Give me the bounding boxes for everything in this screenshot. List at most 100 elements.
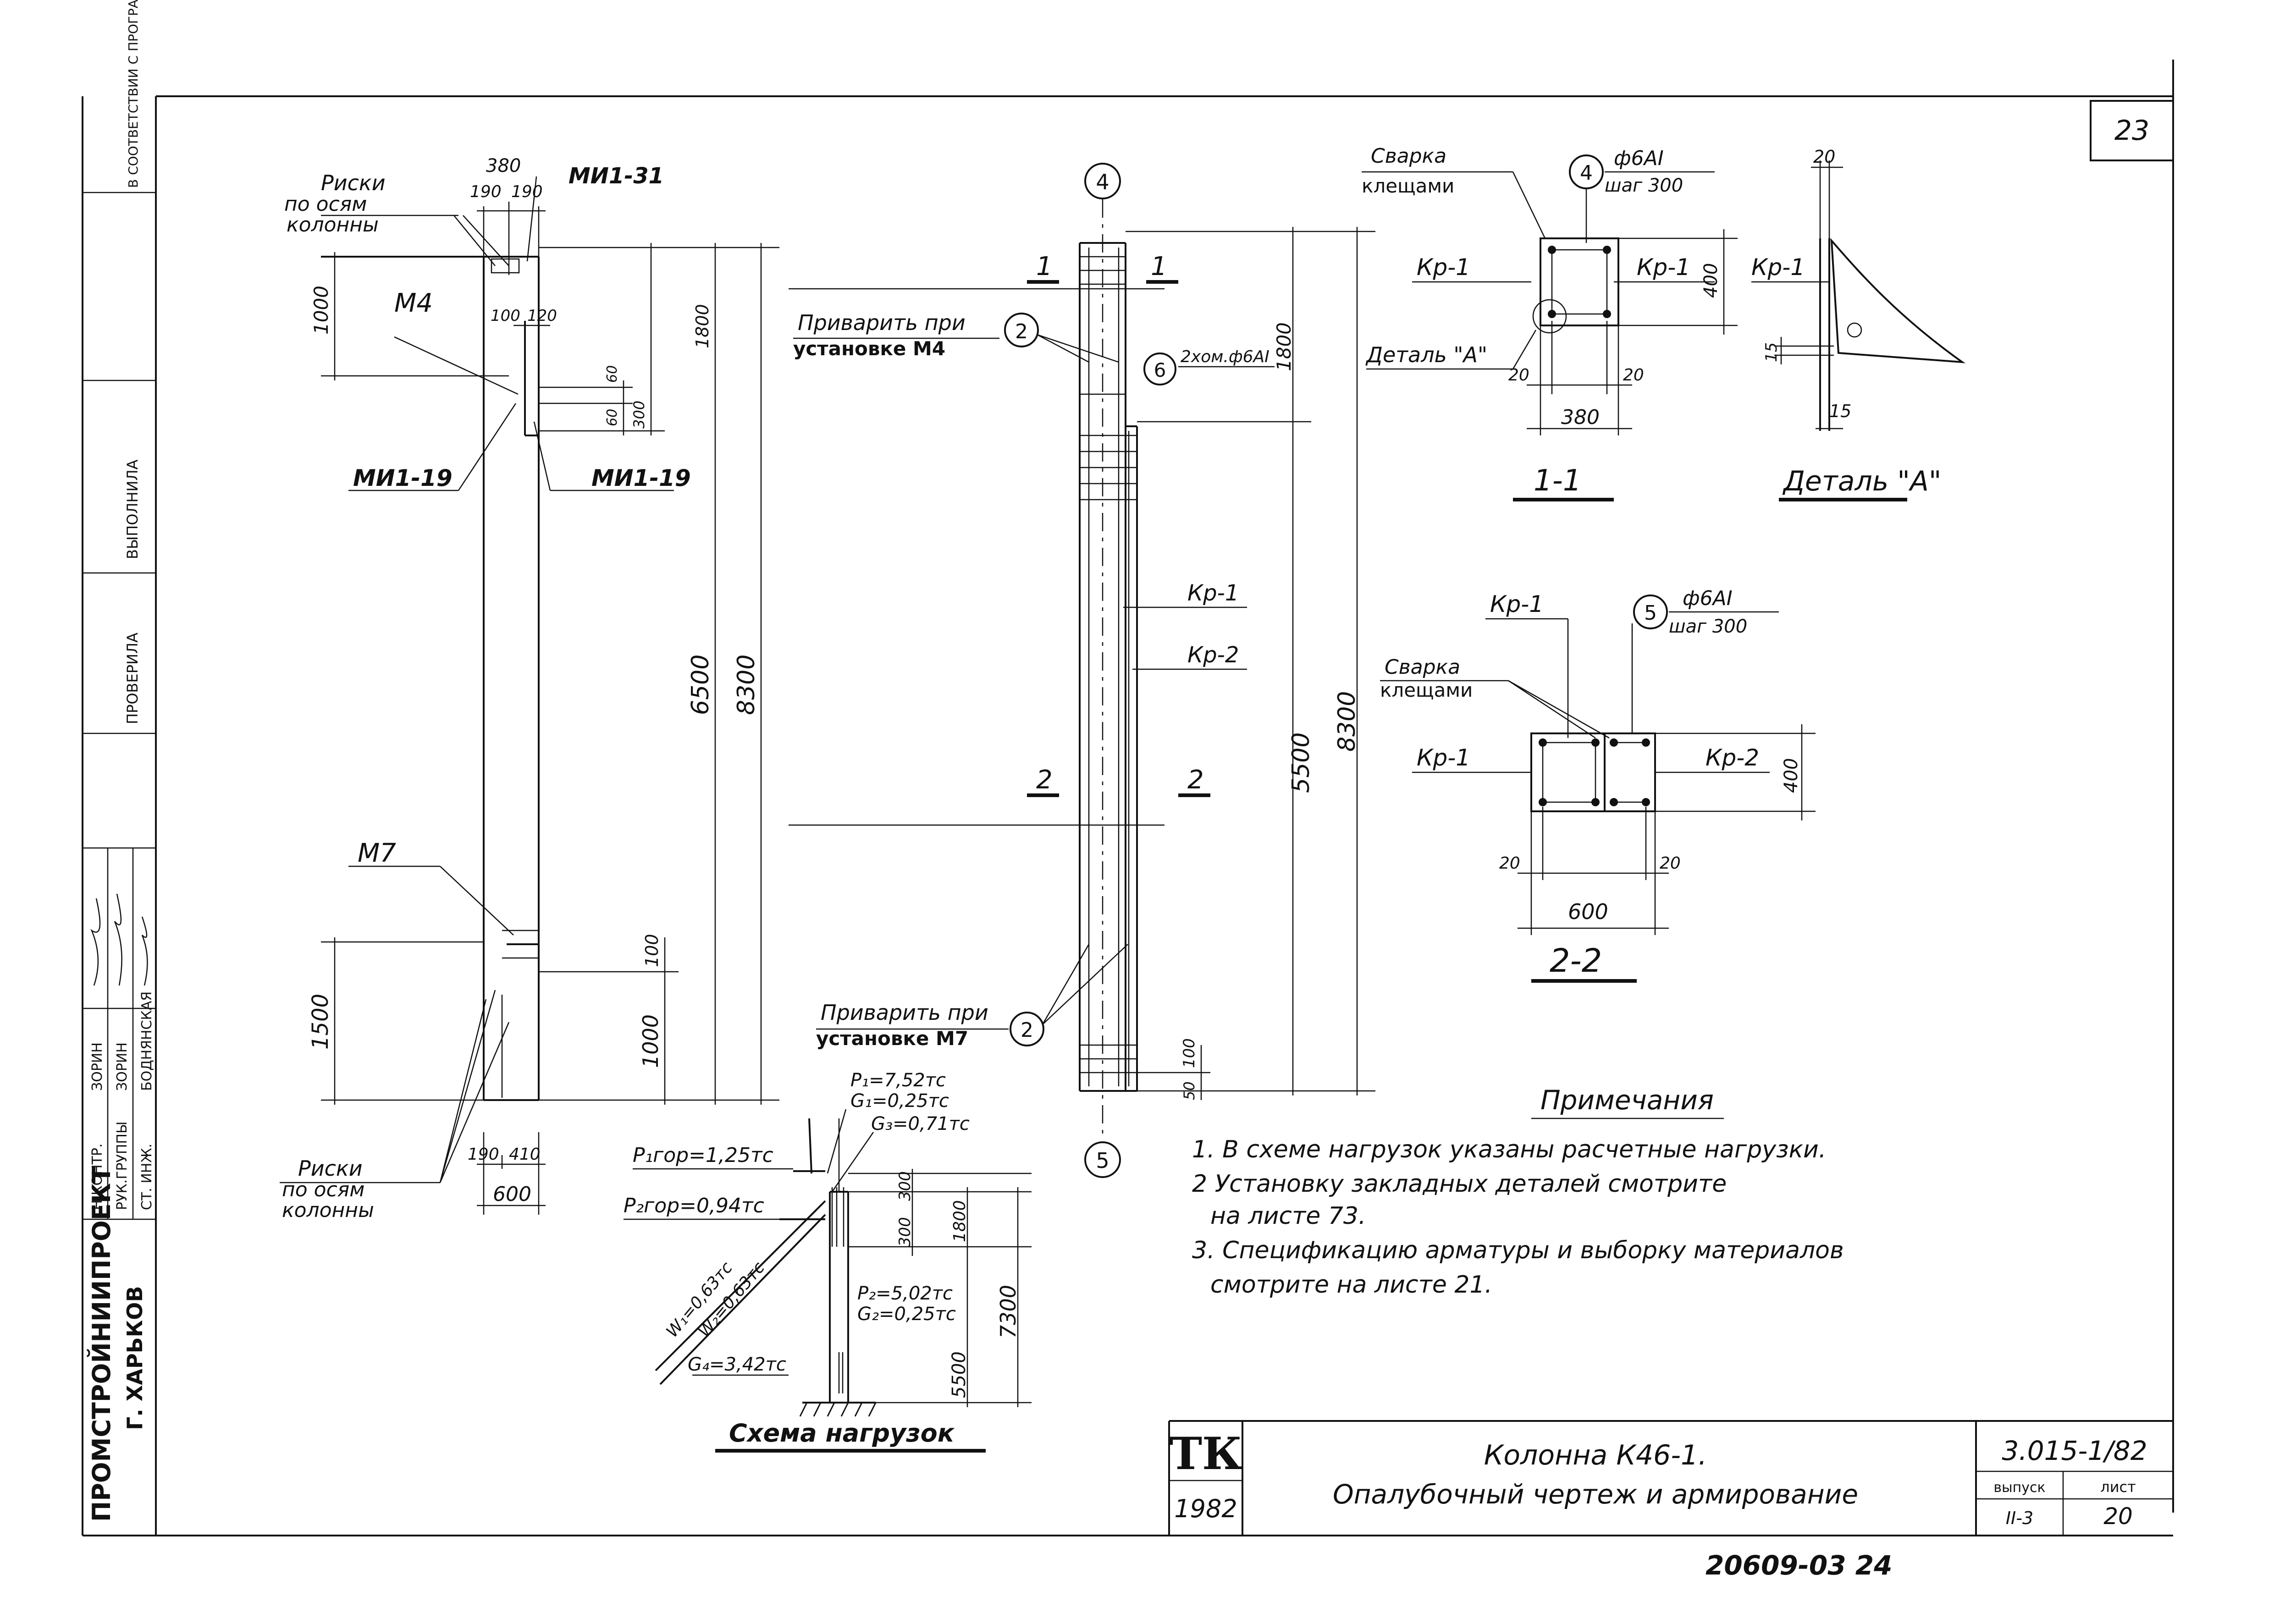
dim-600: 600 xyxy=(493,1183,531,1206)
column-elevation: Риски по осям колонны МИ1-31 М4 МИ1-19 М… xyxy=(280,155,779,1222)
kr2-label: Кр-2 xyxy=(1187,642,1239,668)
ls-dim-5500: 5500 xyxy=(949,1351,970,1398)
tb-year: 1982 xyxy=(1174,1494,1237,1523)
ls-dim-300b: 300 xyxy=(896,1217,914,1247)
dim-120: 120 xyxy=(527,307,557,325)
section-1-1: Сварка клещами 4 ф6АI шаг 300 Кр-1 Кр-1 … xyxy=(1362,144,1738,501)
cut-2-right: 2 xyxy=(1187,765,1204,795)
ls-p1gor: P₁гор=1,25тс xyxy=(633,1144,773,1167)
r-dim-50: 50 xyxy=(1181,1081,1198,1100)
ls-dim-7300: 7300 xyxy=(996,1285,1021,1338)
da-dim-15b: 15 xyxy=(1829,401,1851,421)
note-3: 3. Спецификацию арматуры и выборку матер… xyxy=(1192,1237,1844,1264)
da-kr: Кр-1 xyxy=(1751,254,1805,281)
s22-title: 2-2 xyxy=(1550,942,1602,980)
da-dim-20: 20 xyxy=(1813,147,1835,167)
title-block: ТК 1982 Колонна К46-1. Опалубочный черте… xyxy=(1168,1420,2173,1536)
tb-title-1: Колонна К46-1. xyxy=(1484,1439,1707,1471)
note-2: 2 Установку закладных деталей смотрите xyxy=(1192,1170,1727,1198)
dim-6500: 6500 xyxy=(687,655,714,715)
da-dim-15a: 15 xyxy=(1762,342,1781,362)
notes: Примечания 1. В схеме нагрузок указаны р… xyxy=(1192,1085,1844,1299)
pos-2-top: 2 xyxy=(1015,320,1028,343)
s11-dim-380: 380 xyxy=(1561,406,1600,429)
tb-sheet-value: 20 xyxy=(2103,1503,2133,1530)
s22-dim-20a: 20 xyxy=(1499,854,1520,873)
city: Г. ХАРЬКОВ xyxy=(122,1286,147,1430)
dim-410: 410 xyxy=(509,1145,541,1164)
s11-weld-1: Сварка xyxy=(1371,144,1446,168)
ground-hatch xyxy=(799,1402,877,1417)
axis-5: 5 xyxy=(1096,1148,1109,1173)
name-2: БОДНЯНСКАЯ xyxy=(139,991,155,1091)
s11-dim-20a: 20 xyxy=(1508,366,1529,385)
pos-6: 6 xyxy=(1154,359,1166,381)
signature-1 xyxy=(90,898,101,986)
ls-p2gor: P₂гор=0,94тс xyxy=(624,1194,764,1217)
cut-1-left: 1 xyxy=(1036,252,1053,281)
weld-m7-line1: Приварить при xyxy=(821,1000,988,1025)
dim-190-bot: 190 xyxy=(468,1145,499,1164)
weld-m7-line2: установке М7 xyxy=(816,1027,968,1050)
mark-mi1-31: МИ1-31 xyxy=(568,163,664,189)
ls-g4: G₄=3,42тс xyxy=(688,1354,786,1375)
role-executor: ВЫПОЛНИЛА xyxy=(124,459,141,559)
left-stamp-strip: В СООТВЕТСТВИИ С ПРОГРАММОЙ АВС ПРОВЕРИЛ… xyxy=(83,0,156,1522)
dim-60b: 60 xyxy=(604,409,620,426)
tb-title-2: Опалубочный чертеж и армирование xyxy=(1333,1479,1858,1510)
s11-bar: ф6АI xyxy=(1614,147,1664,170)
role-1: РУК.ГРУППЫ xyxy=(114,1122,130,1210)
note-2b: на листе 73. xyxy=(1210,1202,1366,1230)
label-riski-bottom-2: по осям xyxy=(282,1178,364,1201)
s22-dim-600: 600 xyxy=(1568,899,1608,924)
dim-1000-top: 1000 xyxy=(310,286,332,335)
s22-dim-20b: 20 xyxy=(1660,854,1681,873)
ls-p1: P₁=7,52тс xyxy=(850,1070,946,1091)
r-dim-8300: 8300 xyxy=(1333,691,1361,752)
weld-m4-line2: установке М4 xyxy=(793,337,945,360)
s22-bar: ф6АI xyxy=(1683,587,1733,610)
s22-kr-top: Кр-1 xyxy=(1490,591,1544,617)
ls-p2: P₂=5,02тс xyxy=(857,1283,953,1304)
label-riski-top-1: Риски xyxy=(321,171,386,195)
cut-2-left: 2 xyxy=(1036,765,1053,795)
s11-kr-left: Кр-1 xyxy=(1417,254,1470,281)
s11-detail-ref: Деталь "А" xyxy=(1365,342,1487,367)
r-dim-1800: 1800 xyxy=(1273,322,1295,371)
organisation: ПРОМСТРОЙНИИПРОЕКТ xyxy=(87,1166,116,1522)
ls-dim-1800: 1800 xyxy=(950,1200,969,1242)
dim-100: 100 xyxy=(491,307,520,325)
label-riski-top-2: по осям xyxy=(284,193,367,216)
s11-pos: 4 xyxy=(1580,161,1593,185)
s22-kr-left: Кр-1 xyxy=(1417,744,1470,771)
dim-190b: 190 xyxy=(511,182,543,201)
tb-issue-label: выпуск xyxy=(1993,1480,2045,1496)
signature-3 xyxy=(141,916,148,986)
dim-300: 300 xyxy=(630,401,648,429)
label-riski-bottom-1: Риски xyxy=(298,1156,363,1181)
sheet-frame xyxy=(82,60,2174,1536)
dim-1500: 1500 xyxy=(308,994,333,1050)
mark-m4: М4 xyxy=(394,288,433,318)
s22-kr-right: Кр-2 xyxy=(1706,744,1759,771)
dim-1000-low: 1000 xyxy=(638,1014,663,1068)
s11-kr-right: Кр-1 xyxy=(1637,254,1690,281)
section-2-2: Кр-1 5 ф6АI шаг 300 Сварка клещами Кр-1 … xyxy=(1380,587,1816,983)
label-riski-bottom-3: колонны xyxy=(282,1199,374,1222)
dim-8300: 8300 xyxy=(733,655,760,715)
r-dim-5500: 5500 xyxy=(1287,732,1315,793)
detail-a: 20 Кр-1 15 15 Деталь "А" xyxy=(1751,147,1965,501)
dim-100-low: 100 xyxy=(642,934,662,967)
s11-step: шаг 300 xyxy=(1605,175,1683,196)
note-3b: смотрите на листе 21. xyxy=(1210,1271,1492,1299)
signature-2 xyxy=(114,893,122,986)
pos-6-note: 2хом.ф6АI xyxy=(1181,347,1269,366)
dim-60a: 60 xyxy=(604,365,620,383)
dim-1800: 1800 xyxy=(692,304,712,348)
ls-g3: G₃=0,71тс xyxy=(871,1113,970,1134)
role-checker: ПРОВЕРИЛА xyxy=(124,633,141,724)
tb-doc-code: 3.015-1/82 xyxy=(2002,1435,2147,1466)
reinforcement-elevation: 4 5 1 1 2 xyxy=(789,163,1375,1178)
program-note: В СООТВЕТСТВИИ С ПРОГРАММОЙ АВС xyxy=(125,0,141,188)
sheet-number-box: 23 xyxy=(2090,100,2174,161)
